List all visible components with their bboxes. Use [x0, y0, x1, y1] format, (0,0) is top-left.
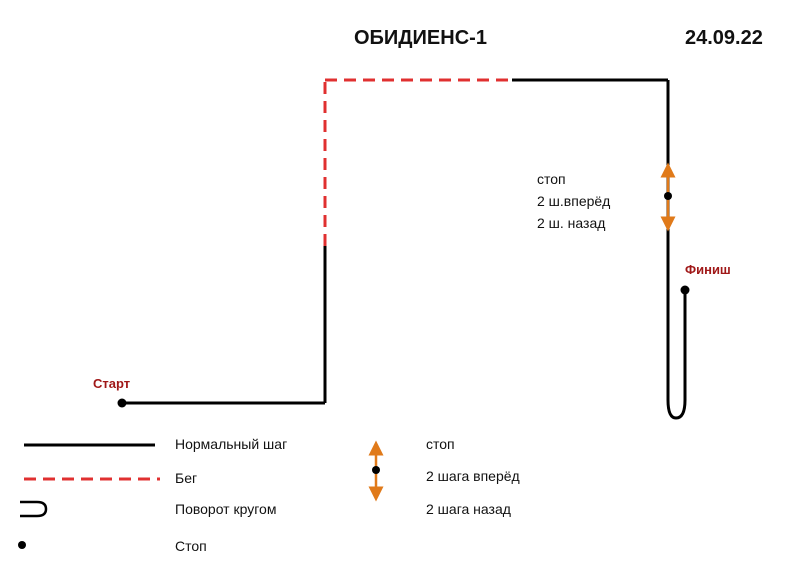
legend-stop-step-point	[372, 466, 380, 474]
stop-point	[664, 192, 672, 200]
legend-stop-step-line3: 2 шага назад	[426, 501, 511, 517]
stop-note-line3: 2 ш. назад	[537, 215, 605, 231]
finish-point	[680, 285, 690, 295]
stop-note-line1: стоп	[537, 171, 566, 187]
finish-label: Финиш	[685, 262, 731, 277]
start-label: Старт	[93, 376, 130, 391]
legend-about-turn-label: Поворот кругом	[175, 501, 276, 517]
legend-stop-swatch	[18, 541, 26, 549]
legend-run-label: Бег	[175, 470, 197, 486]
about-turn-curve	[666, 399, 687, 420]
page-title: ОБИДИЕНС-1	[354, 27, 487, 49]
legend-normal-walk-label: Нормальный шаг	[175, 436, 287, 452]
legend-stop-step-line2: 2 шага вперёд	[426, 468, 520, 484]
start-point	[117, 398, 127, 408]
legend-stop-step-line1: стоп	[426, 436, 455, 452]
stop-note-line2: 2 ш.вперёд	[537, 193, 610, 209]
legend-stop-label: Стоп	[175, 538, 207, 554]
date-label: 24.09.22	[685, 27, 763, 49]
legend-about-turn-swatch	[20, 500, 48, 518]
